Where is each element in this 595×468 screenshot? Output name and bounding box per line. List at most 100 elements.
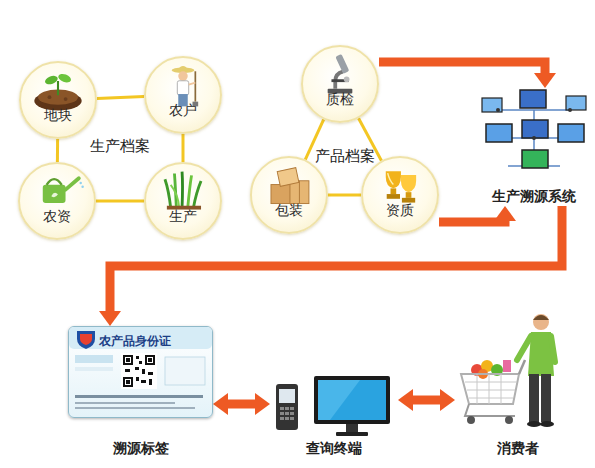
circle-text: 地块	[21, 107, 95, 125]
archive-circle: 农户	[144, 56, 222, 134]
card-graphic-part	[80, 334, 92, 345]
illustration-part	[314, 376, 390, 424]
illustration-part	[66, 178, 79, 189]
illustration-part	[271, 185, 292, 204]
archive-circle: 生产	[144, 162, 222, 240]
illustration-part	[279, 389, 295, 403]
id-card: 农产品身份证	[68, 326, 213, 418]
illustration	[146, 58, 220, 132]
illustration-part	[57, 72, 72, 84]
card-graphic-part	[69, 327, 212, 349]
card-graphic-part	[75, 395, 203, 398]
illustration-part-part	[522, 120, 548, 138]
card-graphic-part	[75, 407, 195, 409]
card-graphic-part-part	[139, 361, 142, 364]
group-label: 产品档案	[315, 147, 375, 166]
circle-text: 农户	[146, 102, 220, 120]
illustration-part	[276, 384, 298, 430]
card-graphic-part-part	[148, 372, 153, 375]
illustration-part	[335, 54, 349, 74]
circle-text: 资质	[363, 202, 437, 220]
illustration-part	[344, 76, 350, 82]
illustration-part	[79, 182, 81, 184]
link-line	[96, 200, 144, 203]
arrow-head	[99, 311, 121, 326]
illustration-part-part	[285, 412, 289, 415]
illustration	[270, 362, 398, 440]
illustration-part	[318, 380, 386, 420]
illustration-part	[47, 179, 62, 185]
illustration-part-part	[522, 150, 548, 168]
illustration-part	[461, 374, 519, 404]
illustration-part	[48, 95, 52, 99]
card-graphic-part-part	[147, 357, 153, 363]
illustration-part	[181, 172, 184, 208]
illustration-part	[482, 90, 586, 168]
card-graphic-part-part	[149, 379, 152, 385]
card-graphic-part-part	[125, 357, 131, 363]
link-line	[56, 139, 59, 162]
illustration-part	[188, 175, 192, 207]
archive-circle: 地块	[19, 61, 97, 139]
flow-arrow	[379, 62, 556, 88]
card-graphic-part-part	[126, 358, 130, 362]
connector	[57, 139, 58, 162]
illustration-part	[387, 194, 400, 199]
illustration	[21, 63, 95, 137]
illustration-part	[533, 314, 549, 330]
card-graphic-part	[77, 331, 95, 349]
illustration-part	[299, 181, 300, 204]
illustration-part	[568, 108, 572, 112]
card-graphic-part	[165, 357, 205, 385]
card-graphic-part-part	[142, 369, 145, 374]
illustration-part	[505, 416, 513, 424]
illustration-part	[57, 81, 59, 95]
card-graphic-part	[75, 355, 113, 363]
node-label: 溯源标签	[68, 440, 213, 458]
illustration-part	[517, 336, 531, 360]
card-graphic-part-part	[125, 369, 130, 372]
arrow-shaft	[412, 396, 441, 405]
card-graphic-part-part	[126, 380, 130, 384]
illustration-part	[540, 421, 554, 427]
arrow-head	[213, 393, 228, 415]
illustration-part	[193, 181, 201, 208]
card-graphic-part-part	[135, 367, 139, 370]
illustration-part	[527, 421, 541, 427]
archive-circle: 农资	[18, 162, 96, 240]
illustration-part	[388, 173, 394, 184]
arrow-shaft	[379, 62, 545, 74]
illustration-part	[64, 97, 68, 101]
circle-text: 生产	[146, 208, 220, 226]
link-line	[97, 97, 144, 99]
illustration-part	[165, 179, 171, 207]
illustration-part	[81, 186, 83, 188]
arrow-head	[255, 393, 270, 415]
arrow-shaft	[227, 400, 256, 409]
illustration-part	[346, 424, 358, 432]
illustration-part-part	[285, 417, 289, 420]
arrow-head	[398, 389, 413, 411]
card-graphic-part-part	[125, 379, 131, 385]
group-label: 生产档案	[90, 137, 150, 156]
illustration-part	[336, 432, 368, 436]
illustration	[252, 158, 326, 232]
illustration	[20, 164, 94, 238]
flow-arrow	[439, 206, 516, 222]
illustration-part	[391, 188, 397, 194]
icon-wrap	[478, 88, 590, 176]
circle-text: 农资	[20, 208, 94, 226]
arrow-head	[440, 389, 455, 411]
illustration-part	[532, 136, 536, 140]
link-line	[182, 134, 185, 162]
illustration-part	[318, 380, 360, 420]
illustration-part-part	[290, 417, 294, 420]
illustration-part	[189, 83, 196, 85]
connector	[96, 201, 144, 202]
archive-circle: 包装	[250, 156, 328, 234]
illustration-part-part	[482, 98, 502, 112]
card-graphic-part-part	[136, 356, 139, 359]
arrow-shaft	[110, 206, 562, 312]
illustration-part	[194, 71, 196, 101]
